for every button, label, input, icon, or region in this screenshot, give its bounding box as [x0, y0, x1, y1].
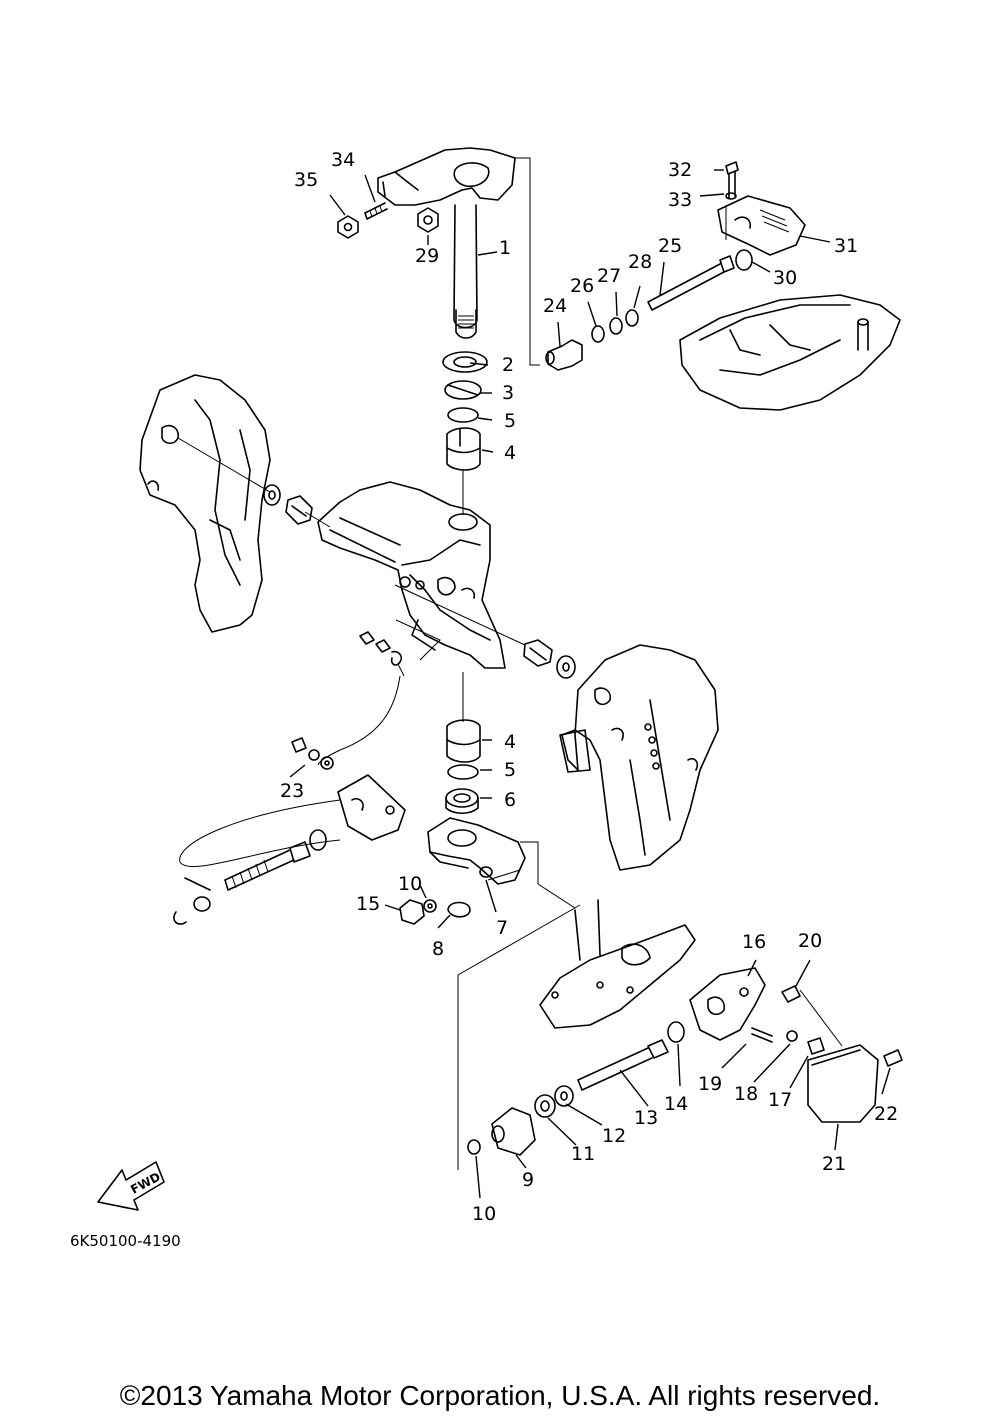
upper-bushings [442, 351, 488, 471]
lower-cowling-bracket [537, 883, 696, 1029]
part-label-31: 31 [834, 235, 858, 257]
assembly-guide-lines [457, 157, 843, 1170]
rear-mount-assembly [689, 967, 903, 1123]
tiller-friction-assembly [173, 774, 406, 925]
part-label-30: 30 [773, 267, 797, 289]
bottom-cowling [679, 294, 901, 411]
lower-mount-hardware [399, 899, 471, 925]
part-label-27: 27 [597, 265, 621, 287]
part-label-14: 14 [664, 1093, 688, 1115]
part-label-19: 19 [698, 1073, 722, 1095]
grease-fittings [359, 619, 441, 677]
part-label-8: 8 [432, 938, 444, 960]
part-label-7: 7 [496, 917, 508, 939]
right-pivot-hardware [523, 639, 576, 679]
part-label-5a: 5 [504, 410, 516, 432]
part-label-10b: 10 [472, 1203, 496, 1225]
upper-mount-assembly [545, 161, 806, 371]
steering-shaft [453, 204, 478, 339]
part-label-6: 6 [504, 789, 516, 811]
lower-bushings [445, 672, 481, 815]
part-number-labels: 35 34 29 1 2 3 5 4 32 33 31 30 25 28 27 … [280, 149, 898, 1225]
part-label-3: 3 [502, 382, 514, 404]
part-label-10a: 10 [398, 873, 422, 895]
part-label-18: 18 [734, 1083, 758, 1105]
copyright-notice: ©2013 Yamaha Motor Corporation, U.S.A. A… [119, 1380, 881, 1411]
part-label-22: 22 [874, 1103, 898, 1125]
steering-arm [377, 147, 516, 206]
part-label-34: 34 [331, 149, 355, 171]
part-label-24: 24 [543, 295, 567, 317]
swivel-bracket [317, 481, 526, 669]
lower-mount-bracket [427, 817, 526, 885]
part-label-32: 32 [668, 159, 692, 181]
steering-hardware [337, 202, 439, 239]
part-label-15: 15 [356, 893, 380, 915]
part-label-4b: 4 [504, 731, 516, 753]
forward-direction-marker: FWD [97, 1161, 165, 1211]
right-clamp-bracket [559, 644, 719, 871]
part-label-21: 21 [822, 1153, 846, 1175]
callout-lines [289, 169, 891, 1199]
diagram-reference-code: 6K50100-4190 [70, 1232, 181, 1250]
part-label-16: 16 [742, 931, 766, 953]
part-label-9: 9 [522, 1169, 534, 1191]
part-label-26: 26 [570, 275, 594, 297]
part-label-11: 11 [571, 1143, 595, 1165]
part-label-20: 20 [798, 930, 822, 952]
part-label-12: 12 [602, 1125, 626, 1147]
part-label-25: 25 [658, 235, 682, 257]
part-label-4a: 4 [504, 442, 516, 464]
part-label-28: 28 [628, 251, 652, 273]
part-label-29: 29 [415, 245, 439, 267]
left-pivot-hardware [177, 437, 331, 528]
rear-through-bolt [467, 1021, 685, 1156]
part-label-13: 13 [634, 1107, 658, 1129]
part-label-23: 23 [280, 780, 304, 802]
part-label-35: 35 [294, 169, 318, 191]
left-clamp-bracket [139, 374, 271, 633]
part-label-33: 33 [668, 189, 692, 211]
part-label-2: 2 [502, 354, 514, 376]
part-label-5b: 5 [504, 759, 516, 781]
ground-lead [291, 675, 401, 770]
part-label-17: 17 [768, 1089, 792, 1111]
part-label-1: 1 [499, 237, 511, 259]
